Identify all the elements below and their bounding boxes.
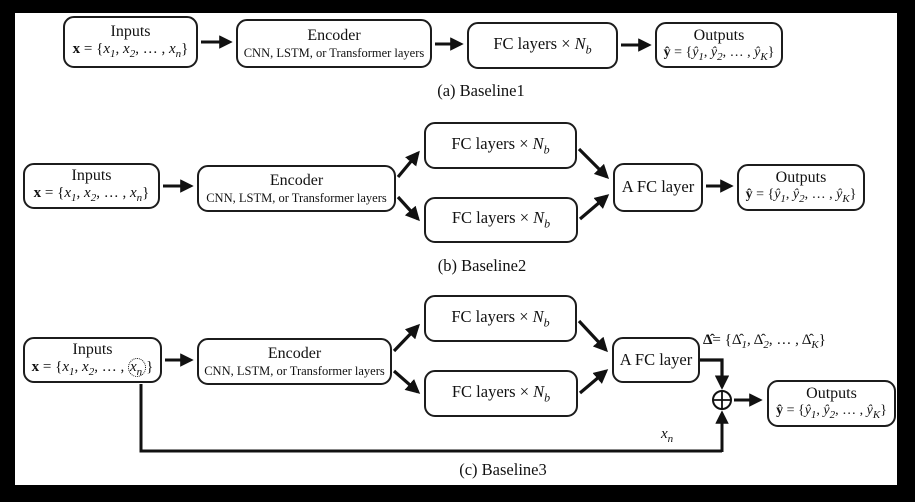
inputs-formula-circled-xn: x = {x1, x2, … , xn} xyxy=(31,358,154,379)
encoder-subtitle: CNN, LSTM, or Transformer layers xyxy=(204,363,385,378)
arrow-b-fcbottom-afc xyxy=(578,194,610,221)
fc-layers-label: FC layers × Nb xyxy=(451,306,550,329)
a-fc-layer-box-c: A FC layer xyxy=(612,337,700,383)
fc-layers-label: FC layers × Nb xyxy=(451,133,550,156)
xn-skip-label: xn xyxy=(661,426,674,445)
encoder-box-b: Encoder CNN, LSTM, or Transformer layers xyxy=(197,165,396,212)
arrow-c-encoder-fcbottom xyxy=(392,369,421,394)
inputs-formula: x = {x1, x2, … , xn} xyxy=(33,185,150,205)
outputs-formula: ŷ = {ŷ1, ŷ2, … , ŷK} xyxy=(745,187,857,206)
outputs-formula: ŷ = {ŷ1, ŷ2, … , ŷK} xyxy=(776,403,887,422)
inputs-box-a: Inputs x = {x1, x2, … , xn} xyxy=(63,16,198,68)
inputs-formula: x = {x1, x2, … , xn} xyxy=(72,41,189,61)
outputs-formula: ŷ = {ŷ1, ŷ2, … , ŷK} xyxy=(663,44,775,63)
fc-layers-box-b-bottom: FC layers × Nb xyxy=(424,197,578,243)
fc-layers-label: FC layers × Nb xyxy=(451,208,551,231)
a-fc-layer-label: A FC layer xyxy=(619,349,693,369)
caption-baseline2: (b) Baseline2 xyxy=(437,256,527,275)
inputs-title: Inputs xyxy=(110,23,151,41)
inputs-title: Inputs xyxy=(72,341,113,359)
encoder-subtitle: CNN, LSTM, or Transformer layers xyxy=(206,190,387,205)
encoder-title: Encoder xyxy=(307,27,361,45)
inputs-box-b: Inputs x = {x1, x2, … , xn} xyxy=(23,163,160,209)
fc-layers-label: FC layers × Nb xyxy=(451,381,551,404)
encoder-subtitle: CNN, LSTM, or Transformer layers xyxy=(243,45,425,60)
inputs-box-c: Inputs x = {x1, x2, … , xn} xyxy=(23,337,162,383)
a-fc-layer-label: A FC layer xyxy=(621,177,695,197)
encoder-box-a: Encoder CNN, LSTM, or Transformer layers xyxy=(236,19,432,68)
arrow-c-fctop-afc xyxy=(577,319,608,353)
fc-layers-label: FC layers × Nb xyxy=(493,33,592,56)
fc-layers-box-c-bottom: FC layers × Nb xyxy=(424,370,578,417)
encoder-title: Encoder xyxy=(269,172,324,190)
fc-layers-box-b-top: FC layers × Nb xyxy=(424,122,577,169)
outputs-box-c: Outputs ŷ = {ŷ1, ŷ2, … , ŷK} xyxy=(767,380,896,427)
outputs-title: Outputs xyxy=(693,26,745,44)
dotted-circle-xn: xn xyxy=(127,358,147,378)
line-c-skip-connection xyxy=(139,384,722,453)
delta-estimate-label: Δ̂= {Δ̂1, Δ̂2, … , Δ̂K} xyxy=(703,332,826,351)
outputs-box-b: Outputs ŷ = {ŷ1, ŷ2, … , ŷK} xyxy=(737,164,865,211)
encoder-title: Encoder xyxy=(267,345,322,363)
fc-layers-box-a: FC layers × Nb xyxy=(467,22,618,69)
caption-baseline3: (c) Baseline3 xyxy=(459,460,547,479)
arrow-b-encoder-fcbottom xyxy=(396,195,420,222)
arrow-b-encoder-fctop xyxy=(396,150,420,179)
caption-baseline1: (a) Baseline1 xyxy=(437,81,525,100)
arrow-c-fcbottom-afc xyxy=(578,369,609,395)
outputs-title: Outputs xyxy=(775,169,827,187)
a-fc-layer-box-b: A FC layer xyxy=(613,163,703,212)
fc-layers-box-c-top: FC layers × Nb xyxy=(424,295,577,342)
encoder-box-c: Encoder CNN, LSTM, or Transformer layers xyxy=(197,338,392,385)
outputs-title: Outputs xyxy=(806,385,857,403)
arrow-c-encoder-fctop xyxy=(392,323,420,353)
inputs-title: Inputs xyxy=(71,167,112,185)
outputs-box-a: Outputs ŷ = {ŷ1, ŷ2, … , ŷK} xyxy=(655,22,783,68)
arrow-b-fctop-afc xyxy=(577,147,610,180)
arrow-c-afc-adder-elbow xyxy=(699,358,730,390)
